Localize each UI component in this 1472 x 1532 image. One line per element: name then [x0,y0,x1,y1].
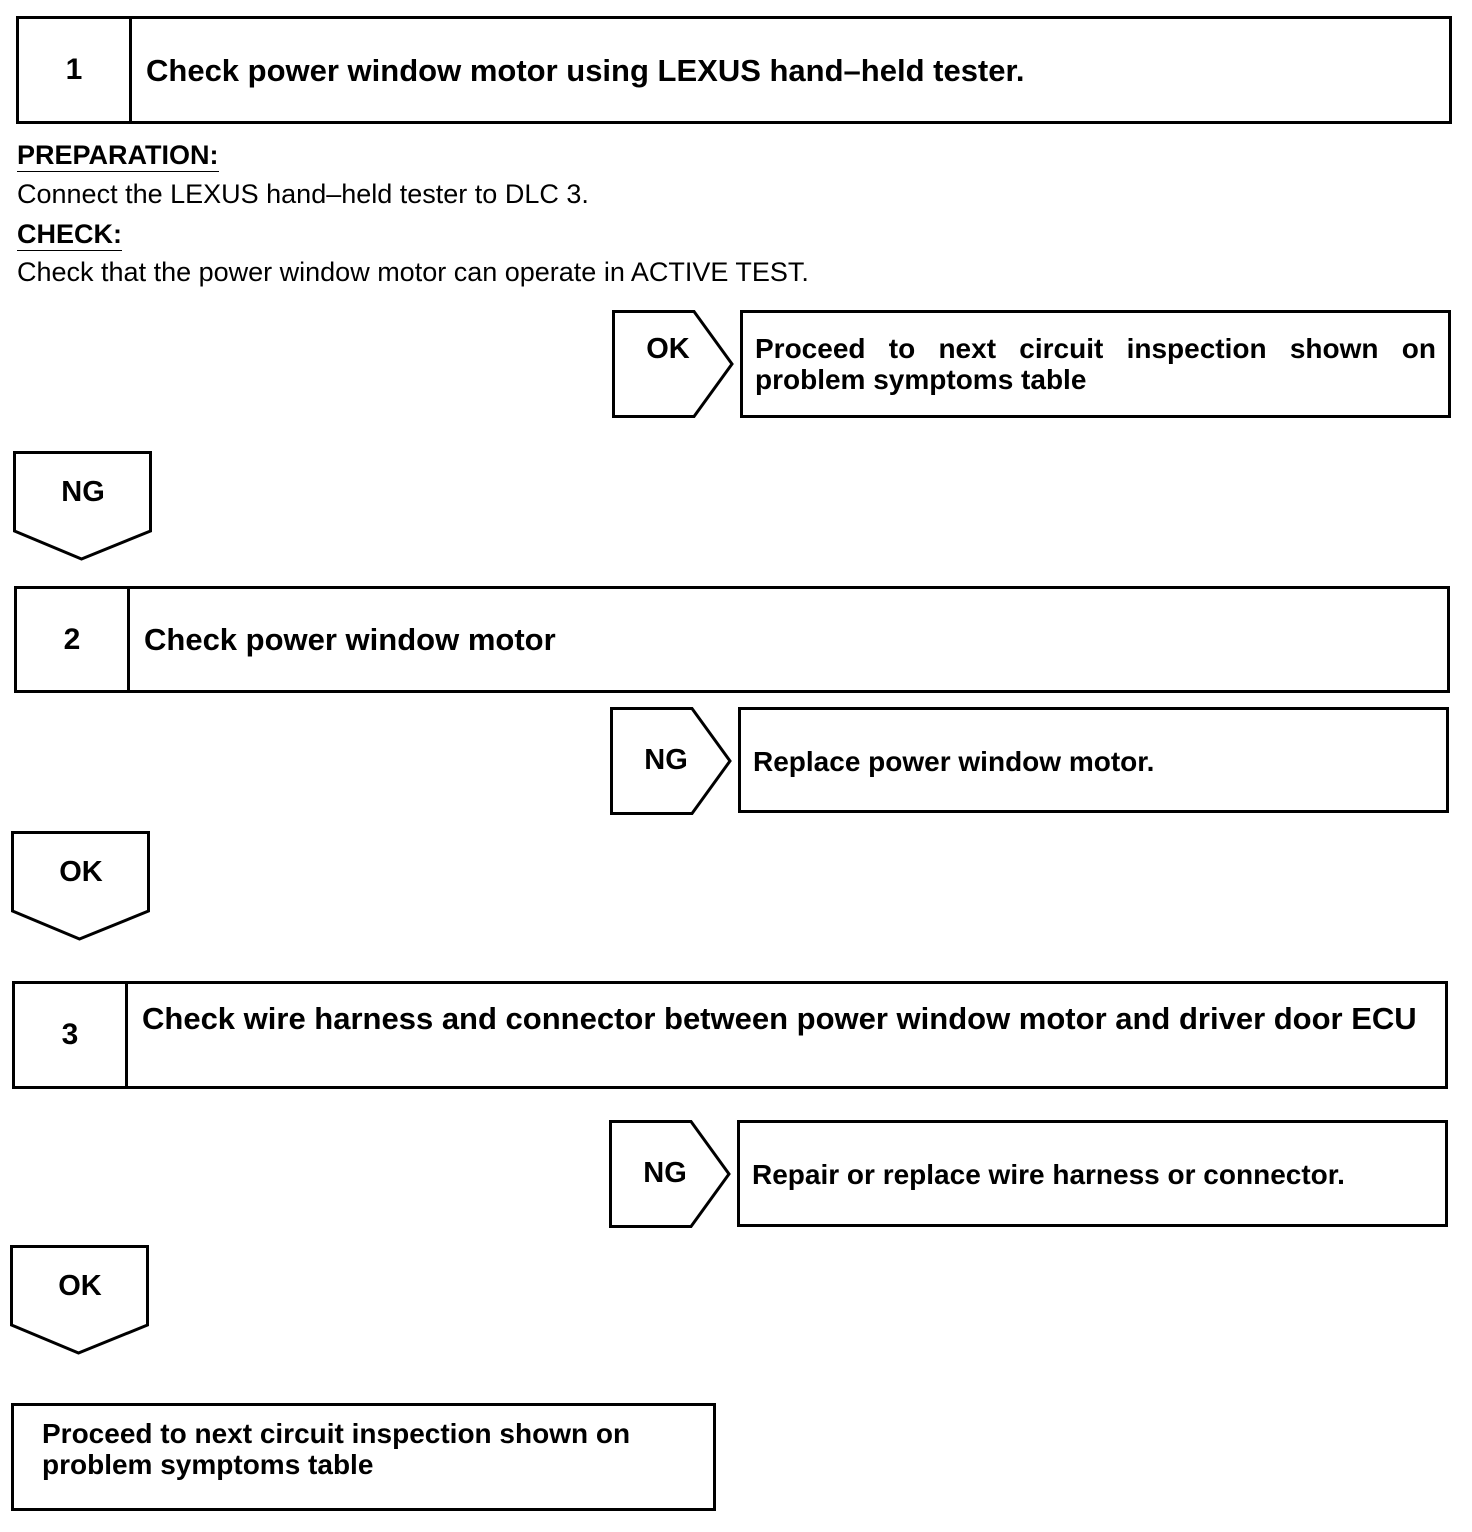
branch-3-result-text: Repair or replace wire harness or connec… [752,1159,1345,1190]
branch-1-result-box: Proceed to next circuit inspection shown… [740,310,1451,418]
final-result-box: Proceed to next circuit inspection shown… [11,1403,716,1511]
step-1-box: 1 Check power window motor using LEXUS h… [16,16,1452,124]
down-arrow-3-label: OK [58,1270,102,1302]
down-arrow-2-label: OK [59,856,103,888]
down-arrow-1-label: NG [61,476,105,508]
step-3-title: Check wire harness and connector between… [142,1001,1417,1036]
step-3-box: 3 Check wire harness and connector betwe… [12,981,1448,1089]
branch-2-result-box: Replace power window motor. [738,707,1449,813]
ok-down-arrow [10,1245,149,1355]
step-1-number: 1 [19,19,132,121]
step-3-number: 3 [15,984,128,1086]
step-1-title: Check power window motor using LEXUS han… [146,52,1025,88]
final-result-text: Proceed to next circuit inspection shown… [42,1418,631,1480]
step-2-number: 2 [17,589,130,690]
check-heading: CHECK: [17,219,122,251]
check-heading-text: CHECK: [17,219,122,251]
step-2-title: Check power window motor [144,622,556,657]
branch-3-result-box: Repair or replace wire harness or connec… [737,1120,1448,1227]
branch-1-result-text: Proceed to next circuit inspection shown… [755,333,1436,395]
ok-right-arrow [612,310,734,418]
ng-right-arrow [609,1120,731,1228]
preparation-heading: PREPARATION: [17,140,219,172]
step-2-box: 2 Check power window motor [14,586,1450,693]
check-text: Check that the power window motor can op… [17,257,809,287]
preparation-text: Connect the LEXUS hand–held tester to DL… [17,179,589,209]
branch-2-result-text: Replace power window motor. [753,746,1155,777]
ng-down-arrow [13,451,152,561]
ok-down-arrow [11,831,150,941]
branch-3-label: NG [643,1157,687,1189]
ng-right-arrow [610,707,732,815]
branch-1-label: OK [646,333,690,365]
branch-2-label: NG [644,744,688,776]
preparation-heading-text: PREPARATION: [17,140,219,172]
